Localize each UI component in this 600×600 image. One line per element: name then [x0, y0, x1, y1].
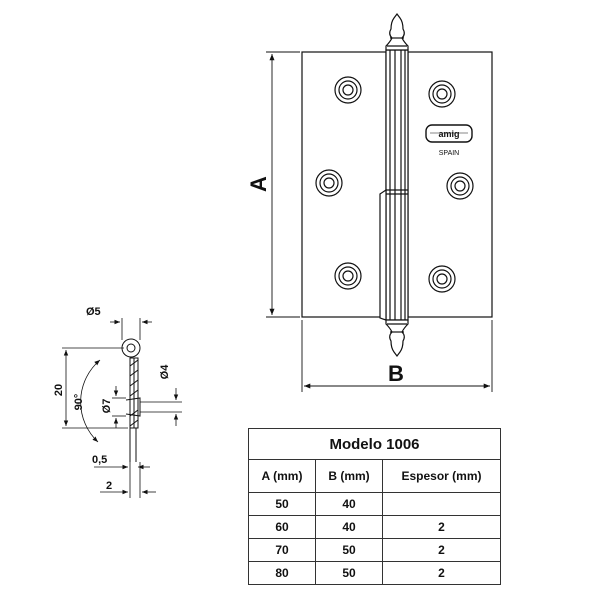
screw-hole	[334, 76, 362, 104]
cell-a: 60	[248, 515, 316, 539]
cell-b: 50	[315, 561, 383, 585]
dimension-a-label: A	[246, 176, 271, 192]
brand-logo	[425, 124, 473, 143]
table-row: 50 40	[248, 492, 501, 516]
cell-a: 50	[248, 492, 316, 516]
cell-b: 40	[315, 492, 383, 516]
column-header-a: A (mm)	[248, 459, 316, 493]
bottom-finial	[385, 319, 409, 357]
dimension-d5-label: Ø5	[86, 306, 101, 318]
dimension-05-label: 0,5	[92, 454, 107, 466]
hinge-front-view	[301, 13, 493, 357]
logo-text: amig	[438, 129, 459, 139]
screw-hole	[428, 265, 456, 293]
table-row: 60 40 2	[248, 515, 501, 539]
table-title: Modelo 1006	[248, 428, 501, 460]
dimension-b-label: B	[388, 361, 404, 386]
top-finial	[385, 13, 409, 51]
screw-hole	[334, 262, 362, 290]
cell-b: 50	[315, 538, 383, 562]
hinge-section-view	[121, 338, 141, 462]
specifications-table: Modelo 1006 A (mm) B (mm) Espesor (mm) 5…	[248, 428, 501, 585]
table-row: 80 50 2	[248, 561, 501, 585]
logo-subtext: SPAIN	[439, 150, 460, 157]
right-leaf	[407, 51, 493, 318]
dimension-a	[266, 51, 300, 318]
screw-hole	[446, 172, 474, 200]
dimension-d4-label: Ø4	[159, 364, 171, 380]
left-leaf	[301, 51, 387, 318]
dimension-20-label: 20	[53, 384, 65, 396]
dimension-2	[100, 462, 156, 498]
column-header-thickness: Espesor (mm)	[382, 459, 501, 493]
dimension-d7-label: Ø7	[101, 399, 113, 414]
angle-90-arc	[80, 359, 101, 443]
cell-b: 40	[315, 515, 383, 539]
table-row: 70 50 2	[248, 538, 501, 562]
dimension-2-label: 2	[106, 480, 112, 492]
cell-thickness: 2	[382, 538, 501, 562]
screw-hole	[428, 80, 456, 108]
dimension-d4	[140, 388, 182, 426]
cell-thickness	[382, 492, 501, 516]
cell-thickness: 2	[382, 515, 501, 539]
cell-a: 70	[248, 538, 316, 562]
cell-thickness: 2	[382, 561, 501, 585]
dimension-d7	[112, 386, 126, 428]
column-header-b: B (mm)	[315, 459, 383, 493]
dimension-b	[301, 320, 493, 392]
angle-90-label: 90°	[73, 394, 85, 411]
cell-a: 80	[248, 561, 316, 585]
screw-hole	[315, 169, 343, 197]
dimension-d5	[110, 318, 152, 340]
